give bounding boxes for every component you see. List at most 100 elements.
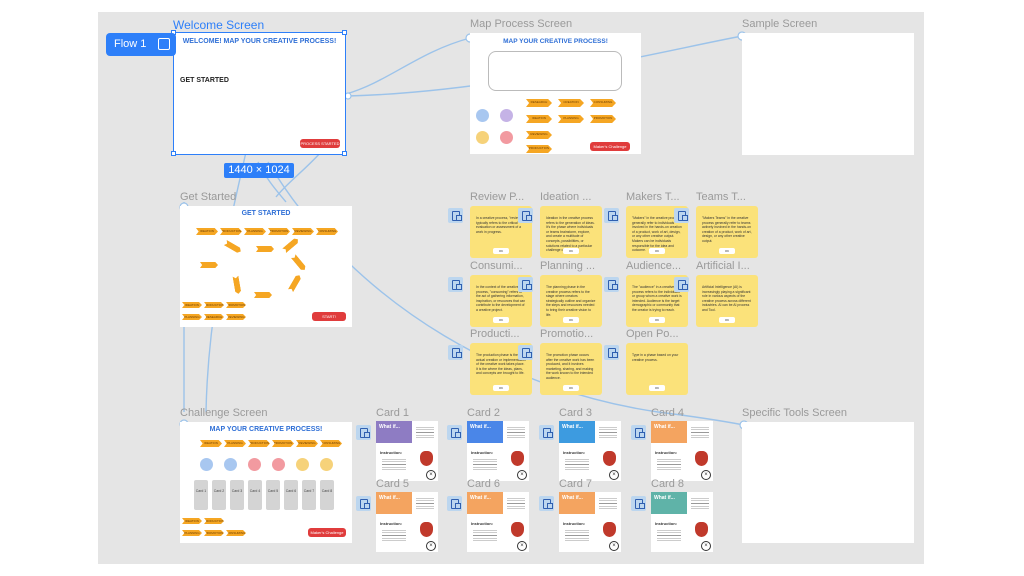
info-popup[interactable]: Type in a phase based on your creative p… — [626, 343, 688, 395]
info-popup[interactable]: The promotion phase occurs after the cre… — [540, 343, 602, 395]
popup-ok-button[interactable]: OK — [649, 248, 665, 254]
top-step[interactable]: PROMOTION — [268, 228, 290, 235]
design-canvas[interactable]: Welcome Screen WELCOME! MAP YOUR CREATIV… — [98, 12, 924, 564]
challenge-bottom-step[interactable]: PROMOTION — [204, 530, 224, 536]
component-icon[interactable] — [674, 208, 689, 223]
step-ideation[interactable]: IDEATION — [526, 115, 552, 123]
frame-label-welcome[interactable]: Welcome Screen — [173, 18, 265, 32]
audience-icon[interactable] — [296, 458, 309, 471]
frame-label-challenge[interactable]: Challenge Screen — [180, 407, 268, 419]
what-if-card[interactable]: What if...Instruction:× — [467, 421, 529, 481]
popup-frame-label[interactable]: Audience... — [626, 260, 682, 272]
close-icon[interactable]: × — [609, 470, 619, 480]
top-step[interactable]: PRODUCTION — [220, 228, 242, 235]
group-icon[interactable] — [320, 458, 333, 471]
popup-frame-label[interactable]: Consumi... — [470, 260, 523, 272]
component-icon[interactable] — [631, 496, 646, 511]
process-started-button[interactable]: PROCESS STARTED — [300, 139, 340, 148]
close-icon[interactable]: × — [517, 470, 527, 480]
challenge-bottom-step[interactable]: CONSUMING — [226, 530, 246, 536]
popup-ok-button[interactable]: OK — [719, 248, 735, 254]
info-popup[interactable]: The planning phase in the creative proce… — [540, 275, 602, 327]
challenge-card-slot[interactable]: Card 3 — [230, 480, 244, 510]
component-icon[interactable] — [539, 496, 554, 511]
close-icon[interactable]: × — [426, 541, 436, 551]
what-if-card[interactable]: What if...Instruction:× — [559, 421, 621, 481]
bottom-step[interactable]: IDEATION — [182, 302, 202, 308]
resize-handle-bl[interactable] — [171, 151, 176, 156]
challenge-card-slot[interactable]: Card 4 — [248, 480, 262, 510]
info-popup[interactable]: Artificial Intelligence (AI) is increasi… — [696, 275, 758, 327]
frame-label-map-process[interactable]: Map Process Screen — [470, 18, 573, 30]
card-frame-label[interactable]: Card 5 — [376, 478, 410, 490]
popup-ok-button[interactable]: OK — [649, 385, 665, 391]
step-consuming[interactable]: CONSUMING — [590, 99, 616, 107]
scattered-step[interactable] — [256, 246, 274, 252]
step-planning[interactable]: PLANNING — [558, 115, 584, 123]
audience-icon[interactable] — [476, 131, 489, 144]
component-icon[interactable] — [604, 345, 619, 360]
close-icon[interactable]: × — [426, 470, 436, 480]
scattered-step[interactable] — [232, 276, 241, 295]
card-frame-label[interactable]: Card 1 — [376, 407, 410, 419]
scattered-step[interactable] — [224, 240, 243, 254]
frame-label-sample[interactable]: Sample Screen — [742, 18, 818, 30]
popup-frame-label[interactable]: Makers T... — [626, 191, 680, 203]
top-step[interactable]: CONSUMING — [316, 228, 338, 235]
popup-ok-button[interactable]: OK — [563, 385, 579, 391]
popup-ok-button[interactable]: OK — [493, 385, 509, 391]
makers-challenge-button[interactable]: Maker's Challenge — [590, 142, 630, 151]
popup-ok-button[interactable]: OK — [493, 248, 509, 254]
map-process-screen-frame[interactable]: MAP YOUR CREATIVE PROCESS! RESEARCH CREA… — [470, 33, 641, 154]
step-promotion[interactable]: PROMOTION — [590, 115, 616, 123]
welcome-screen-frame[interactable]: WELCOME! MAP YOUR CREATIVE PROCESS! GET … — [171, 30, 347, 156]
makers-icon[interactable] — [476, 109, 489, 122]
info-popup[interactable]: Ideation in the creative process refers … — [540, 206, 602, 258]
card-frame-label[interactable]: Card 4 — [651, 407, 685, 419]
frame-label-get-started[interactable]: Get Started — [180, 191, 237, 203]
popup-ok-button[interactable]: OK — [719, 317, 735, 323]
process-input-box[interactable] — [488, 51, 622, 91]
what-if-card[interactable]: What if...Instruction:× — [467, 492, 529, 552]
chip-icon[interactable] — [272, 458, 285, 471]
popup-frame-label[interactable]: Promotio... — [540, 328, 594, 340]
challenge-step[interactable]: PRODUCTION — [248, 440, 270, 447]
makers-icon[interactable] — [200, 458, 213, 471]
component-icon[interactable] — [518, 345, 533, 360]
popup-frame-label[interactable]: Artificial I... — [696, 260, 750, 272]
ai-icon[interactable] — [248, 458, 261, 471]
card-frame-label[interactable]: Card 7 — [559, 478, 593, 490]
challenge-card-slot[interactable]: Card 8 — [320, 480, 334, 510]
get-started-screen-frame[interactable]: GET STARTED IDEATION PRODUCTION PLANNING… — [180, 206, 352, 327]
challenge-bottom-step[interactable]: IDEATION — [182, 518, 202, 524]
challenge-card-slot[interactable]: Card 6 — [284, 480, 298, 510]
card-frame-label[interactable]: Card 2 — [467, 407, 501, 419]
close-icon[interactable]: × — [517, 541, 527, 551]
scattered-step[interactable] — [282, 237, 300, 253]
component-icon[interactable] — [604, 277, 619, 292]
popup-ok-button[interactable]: OK — [493, 317, 509, 323]
scattered-step[interactable] — [254, 292, 272, 298]
team-icon[interactable] — [224, 458, 237, 471]
start-button[interactable]: START! — [312, 312, 346, 321]
bottom-step[interactable]: REVIEWING — [226, 314, 246, 320]
component-icon[interactable] — [518, 208, 533, 223]
bottom-step[interactable]: RESEARCH — [204, 314, 224, 320]
component-icon[interactable] — [447, 425, 462, 440]
card-frame-label[interactable]: Card 6 — [467, 478, 501, 490]
component-icon[interactable] — [604, 208, 619, 223]
close-icon[interactable]: × — [609, 541, 619, 551]
component-icon[interactable] — [518, 277, 533, 292]
what-if-card[interactable]: What if...Instruction:× — [376, 421, 438, 481]
card-frame-label[interactable]: Card 3 — [559, 407, 593, 419]
step-creation[interactable]: CREATION — [558, 99, 584, 107]
component-icon[interactable] — [448, 277, 463, 292]
challenge-card-slot[interactable]: Card 1 — [194, 480, 208, 510]
component-icon[interactable] — [447, 496, 462, 511]
challenge-screen-frame[interactable]: MAP YOUR CREATIVE PROCESS! IDEATION PLAN… — [180, 422, 352, 543]
step-research[interactable]: RESEARCH — [526, 99, 552, 107]
close-icon[interactable]: × — [701, 541, 711, 551]
frame-label-specific-tools[interactable]: Specific Tools Screen — [742, 407, 847, 419]
top-step[interactable]: REVIEWING — [292, 228, 314, 235]
challenge-step[interactable]: CONSUMING — [320, 440, 342, 447]
